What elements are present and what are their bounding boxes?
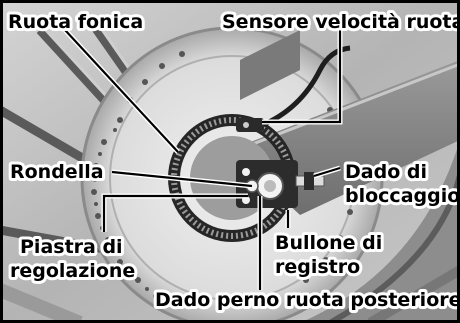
label-lock-nut-line1: Dado di (345, 161, 427, 183)
lock-nut-shape (304, 172, 314, 190)
sensor-bracket (240, 30, 300, 100)
label-adjuster-bolt-line1: Bullone di (275, 232, 382, 254)
rim-edge (328, 174, 460, 323)
leader-lines (63, 28, 343, 290)
label-lock-nut-line2: bloccaggio (345, 185, 460, 207)
label-adjuster-bolt-line2: registro (275, 256, 360, 278)
label-adjusting-plate-line2: regolazione (10, 260, 135, 282)
tire (300, 140, 460, 323)
label-tone-wheel: Ruota fonica (8, 11, 143, 33)
label-washer: Rondella (10, 161, 104, 183)
label-wheel-speed-sensor: Sensore velocità ruota (222, 11, 460, 33)
wheel-speed-sensor-shape (236, 118, 264, 132)
label-rear-axle-nut: Dado perno ruota posteriore (155, 289, 460, 311)
label-adjusting-plate-line1: Piastra di (20, 236, 123, 258)
